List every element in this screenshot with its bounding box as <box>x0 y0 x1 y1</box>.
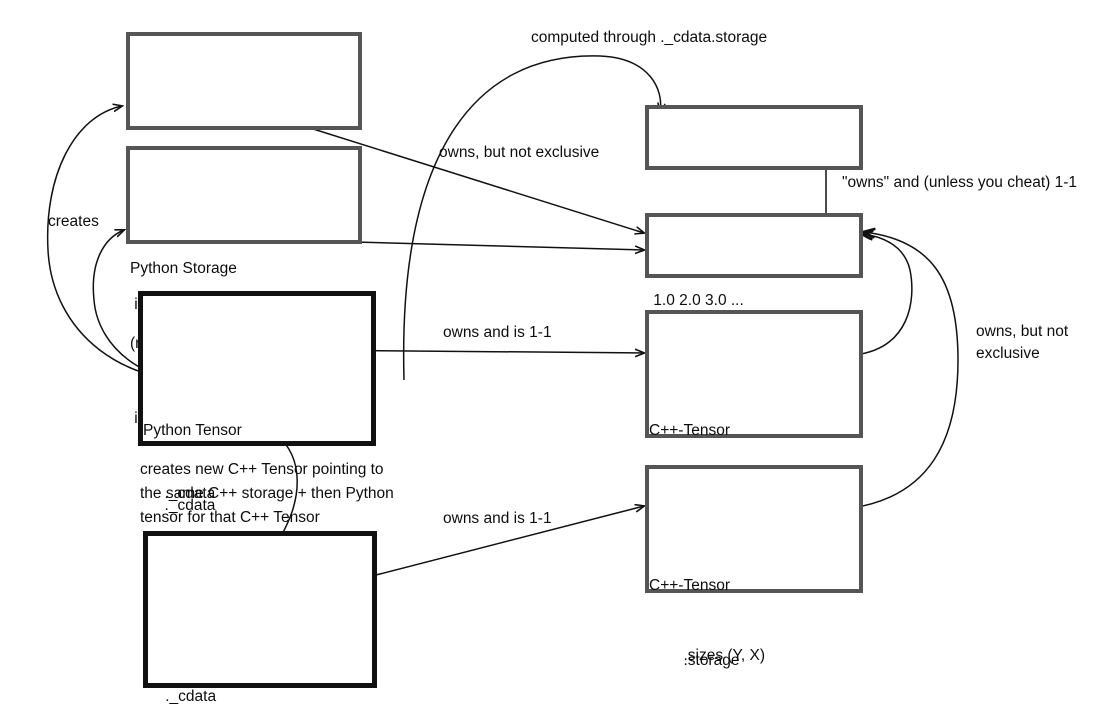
label-owns-and-is-1-1-upper: owns and is 1-1 <box>443 324 552 341</box>
cpp-tensor-box-1[interactable]: C++-Tensor .storage .stride (X, 1) .size… <box>645 310 863 664</box>
python-tensor-line-0: Python Tensor <box>143 422 242 439</box>
cpp-storage-box[interactable]: C++ Storage <box>645 213 863 342</box>
cpp-tensor-1-line-0: C++-Tensor <box>649 422 730 439</box>
python-storage-box-2[interactable]: Python Storage (new one created with eac… <box>126 146 362 502</box>
label-owns-but-not-exclusive-right: owns, but not exclusive <box>976 323 1069 362</box>
python-storage-2-line-0: Python Storage <box>130 260 237 277</box>
label-owns-and-is-1-1-lower: owns and is 1-1 <box>443 510 552 527</box>
edge-cpptensor2-storage-to-cppstorage <box>851 232 959 509</box>
python-tensor-line-1: ._cdata <box>143 497 216 514</box>
python-tensor-transposed-box[interactable]: ._cdata .storage() .data_ptr() .t() <box>143 531 377 705</box>
cpp-tensor-1-line-3: .sizes (Y, X) <box>649 647 765 664</box>
note-t-creates-new-tensor: creates new C++ Tensor pointing to the s… <box>140 461 394 526</box>
raw-data-in-memory-box[interactable]: raw data in memory 1.0 2.0 3.0 ... <box>645 105 863 309</box>
python-storage-box-1[interactable]: Python Storage (new one created with eac… <box>126 32 362 388</box>
label-computed-through: computed through ._cdata.storage <box>531 29 768 46</box>
edge-cpptensor1-storage-to-cppstorage <box>854 234 913 356</box>
cpp-tensor-2-line-1: .storage <box>649 652 740 669</box>
python-tensor-2-line-1: ._cdata <box>148 688 217 705</box>
python-tensor-box[interactable]: Python Tensor ._cdata .storage() .data_p… <box>138 291 376 664</box>
label-owns-and-1-1-cheat: "owns" and (unless you cheat) 1-1 <box>842 174 1078 191</box>
label-owns-but-not-exclusive-top: owns, but not exclusive <box>439 144 600 161</box>
cpp-tensor-2-line-0: C++-Tensor <box>649 577 730 594</box>
label-creates: creates <box>48 213 99 230</box>
cpp-tensor-box-2[interactable]: C++-Tensor .storage .stride (1, X) .size… <box>645 465 863 669</box>
raw-data-line-1: 1.0 2.0 3.0 ... <box>649 292 744 309</box>
python-storage-2-line-3: ._cdata <box>130 485 216 502</box>
